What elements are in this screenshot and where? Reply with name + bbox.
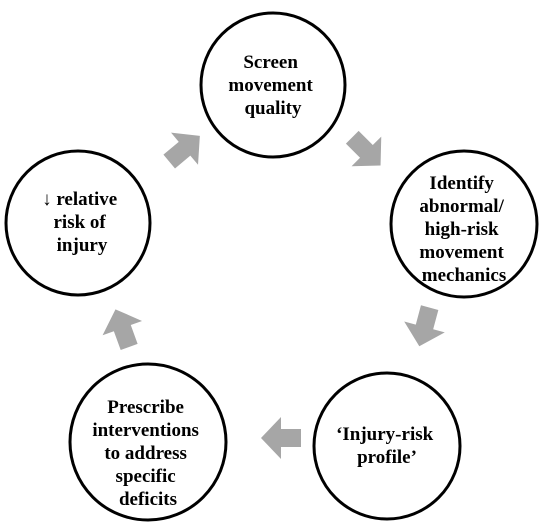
node-label-line: ↓ relative bbox=[42, 189, 117, 210]
node-label-line: interventions bbox=[92, 420, 199, 441]
arrow-prescribe-to-risk-icon bbox=[102, 309, 143, 350]
svg-text:Screen movement qu: Screen movement quality bbox=[228, 52, 317, 119]
node-relative-risk-of-injury: ↓ relative risk of injury bbox=[4, 149, 152, 297]
node-label-line: deficits bbox=[119, 489, 177, 510]
arrow-profile-to-prescribe-icon bbox=[261, 417, 301, 459]
node-label-line: Screen bbox=[243, 52, 298, 73]
node-label-line: abnormal/ bbox=[419, 196, 504, 217]
node-label-line: profile’ bbox=[357, 447, 417, 468]
node-injury-risk-profile: ‘Injury-risk profile’ bbox=[312, 371, 462, 521]
node-label-line: specific bbox=[116, 466, 176, 487]
arrow-risk-to-screen-icon bbox=[163, 132, 200, 169]
svg-text:Identify abnormal/: Identify abnormal/ high-risk movement me… bbox=[419, 173, 508, 286]
svg-text:↓ relative risk of: ↓ relative risk of injury bbox=[42, 189, 122, 256]
node-identify-abnormal-mechanics: Identify abnormal/ high-risk movement me… bbox=[389, 149, 539, 299]
node-screen-movement-quality: Screen movement quality bbox=[199, 11, 347, 159]
node-prescribe-interventions: Prescribe interventions to address speci… bbox=[68, 362, 228, 522]
node-label-line: high-risk bbox=[425, 219, 499, 240]
node-label-line: risk of bbox=[54, 212, 107, 233]
node-label-line: ‘Injury-risk bbox=[336, 424, 434, 445]
node-label-line: movement bbox=[228, 75, 313, 96]
node-label-line: movement bbox=[419, 242, 504, 263]
node-label-line: mechanics bbox=[422, 265, 506, 286]
cycle-arrows bbox=[102, 130, 445, 459]
arrow-identify-to-profile-icon bbox=[404, 305, 445, 347]
arrow-screen-to-identify-icon bbox=[345, 130, 382, 167]
node-label-line: injury bbox=[57, 235, 108, 256]
svg-text:‘Injury-risk profile’: ‘Injury-risk profile’ bbox=[336, 424, 438, 468]
node-label-line: Prescribe bbox=[107, 397, 184, 418]
node-label-line: to address bbox=[104, 443, 187, 464]
node-label-line: Identify bbox=[429, 173, 494, 194]
svg-text:Prescribe interventions: Prescribe interventions to address speci… bbox=[92, 397, 203, 510]
node-label-line: quality bbox=[244, 98, 302, 119]
